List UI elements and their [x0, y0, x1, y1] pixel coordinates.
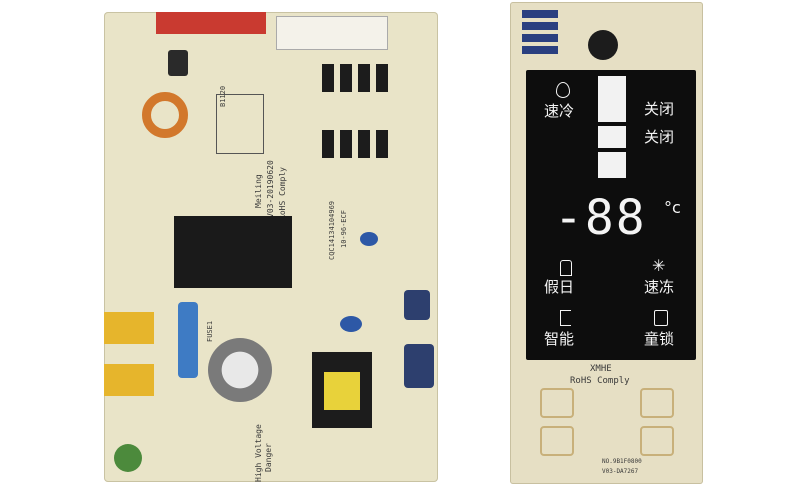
relay	[174, 216, 292, 288]
level-segment-mid	[598, 126, 626, 148]
high-voltage-marking: High Voltage	[254, 424, 263, 482]
label-smart: 智能	[544, 330, 575, 348]
touch-pad	[540, 388, 574, 418]
display-board: 速冷 关闭 关闭 -88 °c 假日 ✳ 速冻 智能 童锁 XMHE RoHS …	[510, 2, 703, 484]
fuse-marking: FUSE1	[206, 320, 214, 342]
level-segment-bottom	[598, 152, 626, 178]
relay-label-1: B1120	[219, 85, 227, 107]
main-control-board: B1120 Meiling V03-20190620 RoHS Comply C…	[104, 12, 438, 482]
fuse	[178, 302, 198, 378]
smart-icon	[560, 310, 571, 326]
red-connector	[156, 12, 266, 34]
electrolytic-capacitor	[404, 344, 434, 388]
label-quick-cool: 速冷	[544, 102, 575, 120]
rohs-marking: RoHS Comply	[278, 167, 287, 220]
xmhe-marking: XMHE	[590, 364, 612, 374]
part-marking: CQC14134104969	[328, 200, 336, 260]
date-marking: V03-20190620	[266, 160, 275, 218]
varistor	[114, 444, 142, 472]
y-capacitor-2	[360, 232, 378, 246]
temperature-unit: °c	[664, 198, 681, 217]
transistor-array-2	[322, 130, 392, 158]
danger-marking: Danger	[264, 443, 273, 472]
temperature-readout: -88	[554, 190, 647, 246]
rohs-marking-right: RoHS Comply	[570, 376, 630, 386]
level-segment-top	[598, 76, 626, 122]
toroid-coil	[142, 92, 188, 138]
touch-pad	[640, 388, 674, 418]
led-chips	[522, 10, 558, 54]
label-child-lock: 童锁	[644, 330, 675, 348]
serial-marking-a: NO.9B1F0800	[602, 458, 642, 465]
white-connector	[276, 16, 388, 50]
lock-icon	[654, 310, 668, 326]
serial-marking-b: V03-DA7267	[602, 468, 639, 475]
x-capacitor	[104, 312, 154, 344]
holiday-icon	[560, 260, 572, 276]
touch-pad	[540, 426, 574, 456]
buzzer	[588, 30, 618, 60]
main-capacitor	[208, 338, 272, 402]
electrolytic-capacitor-2	[404, 290, 430, 320]
snowflake-icon: ✳	[652, 256, 666, 275]
y-capacitor	[340, 316, 362, 332]
x-capacitor-2	[104, 364, 154, 396]
transistor-array	[322, 64, 392, 92]
label-holiday: 假日	[544, 278, 575, 296]
code-marking: 10-96-ECF	[340, 210, 348, 248]
transformer	[312, 352, 372, 428]
capacitor	[168, 50, 188, 76]
brand-marking: Meiling	[254, 174, 263, 208]
label-close-1: 关闭	[644, 100, 675, 118]
label-close-2: 关闭	[644, 128, 675, 146]
label-quick-freeze: 速冻	[644, 278, 675, 296]
touch-pad	[640, 426, 674, 456]
relay-table: B1120	[216, 86, 264, 154]
droplet-icon	[556, 82, 570, 98]
lcd-display: 速冷 关闭 关闭 -88 °c 假日 ✳ 速冻 智能 童锁	[526, 70, 696, 360]
